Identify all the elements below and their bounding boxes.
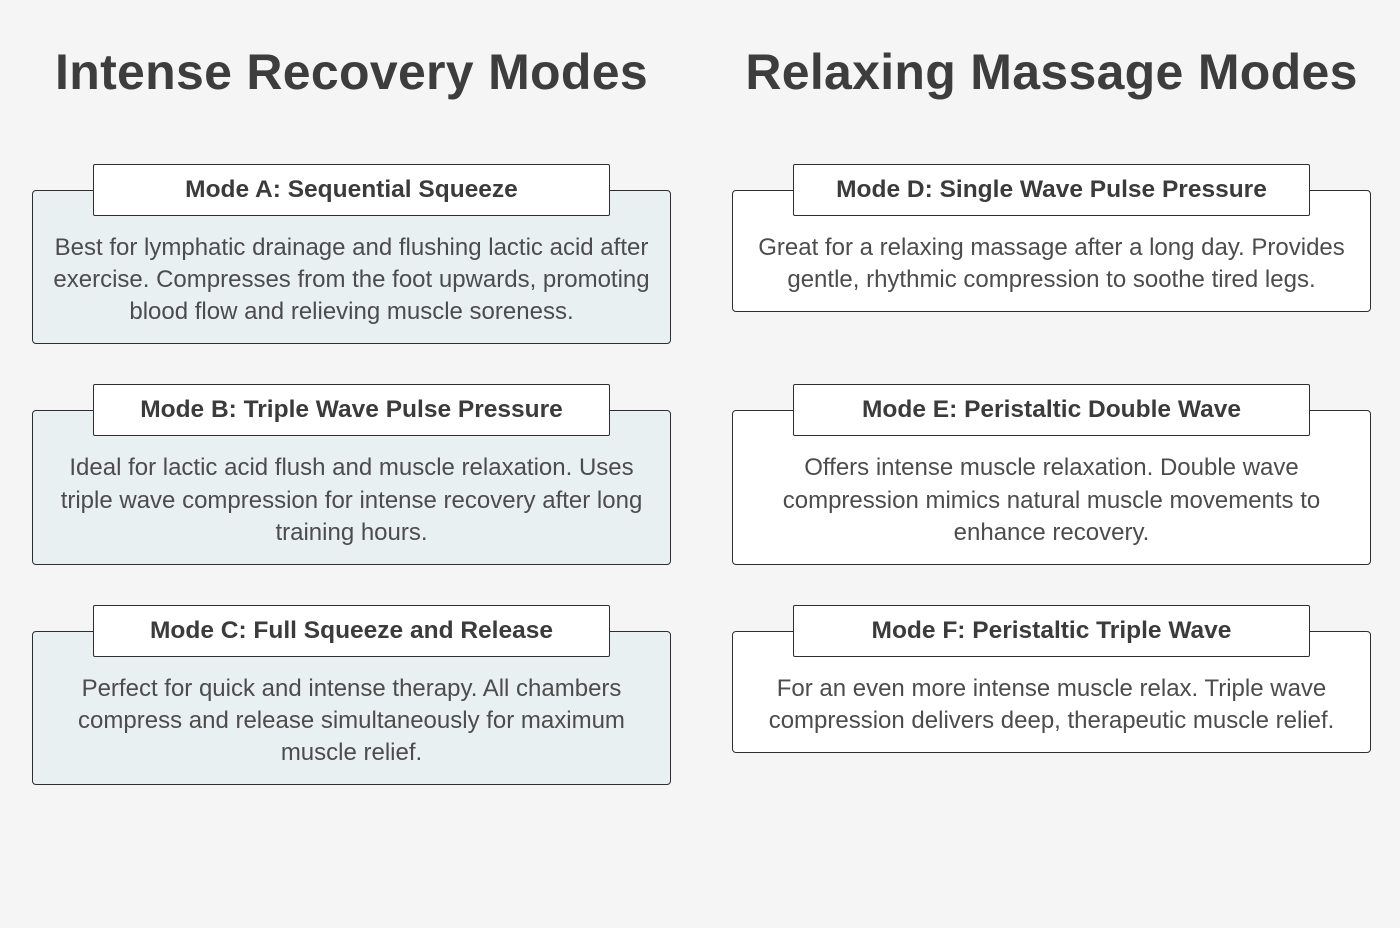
card-mode-c: Mode C: Full Squeeze and Release Perfect… — [32, 604, 671, 786]
card-mode-c-title: Mode C: Full Squeeze and Release — [92, 604, 611, 657]
card-mode-b-description: Ideal for lactic acid flush and muscle r… — [32, 410, 671, 565]
modes-grid: Intense Recovery Modes Relaxing Massage … — [32, 36, 1371, 786]
card-mode-d-title: Mode D: Single Wave Pulse Pressure — [792, 164, 1311, 216]
heading-intense-recovery-modes: Intense Recovery Modes — [55, 44, 648, 100]
card-mode-a-title: Mode A: Sequential Squeeze — [92, 164, 611, 216]
card-mode-b-title: Mode B: Triple Wave Pulse Pressure — [92, 384, 611, 437]
heading-relaxing-massage-modes: Relaxing Massage Modes — [745, 44, 1358, 100]
card-mode-e-title: Mode E: Peristaltic Double Wave — [792, 384, 1311, 437]
card-mode-e-description: Offers intense muscle relaxation. Double… — [732, 410, 1371, 565]
card-mode-f-title: Mode F: Peristaltic Triple Wave — [792, 604, 1311, 657]
card-mode-f: Mode F: Peristaltic Triple Wave For an e… — [732, 604, 1371, 754]
card-mode-e: Mode E: Peristaltic Double Wave Offers i… — [732, 384, 1371, 565]
card-mode-b: Mode B: Triple Wave Pulse Pressure Ideal… — [32, 384, 671, 565]
card-mode-d: Mode D: Single Wave Pulse Pressure Great… — [732, 164, 1371, 313]
card-mode-a: Mode A: Sequential Squeeze Best for lymp… — [32, 164, 671, 345]
